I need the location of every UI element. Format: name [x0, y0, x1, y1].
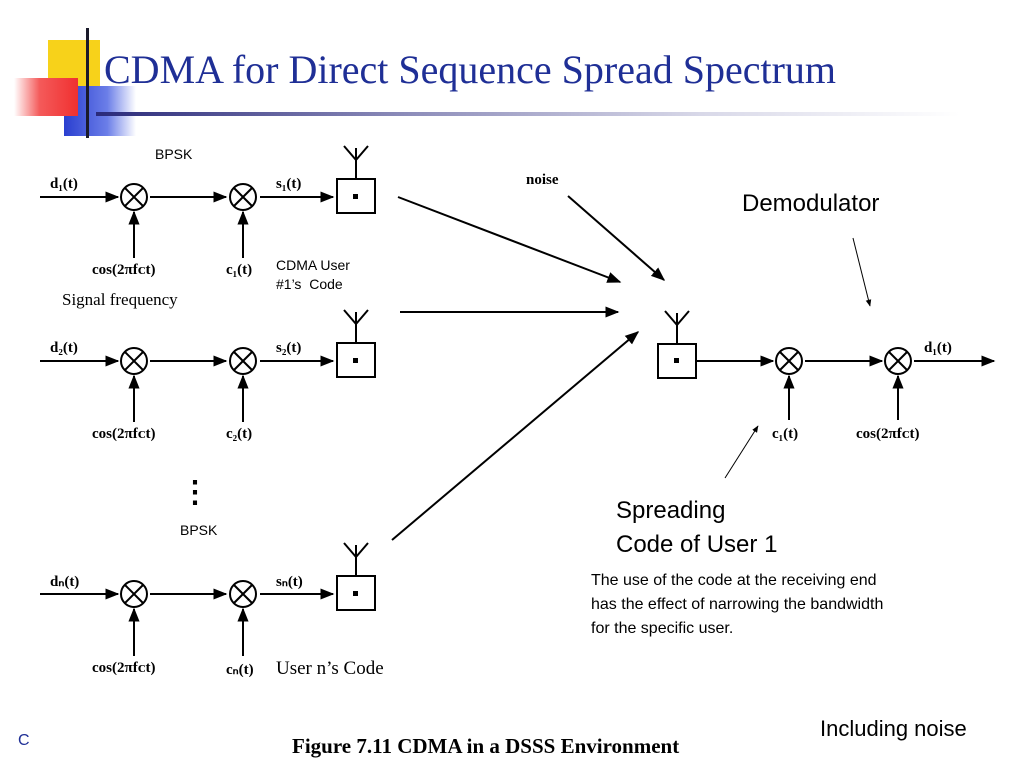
cdma-user-code-label: CDMA User #1’s Code [276, 257, 350, 292]
label-cos-2: cos(2πfᴄt) [92, 426, 156, 442]
label-noise: noise [526, 172, 559, 188]
footer-fragment: C [18, 732, 30, 749]
row-user-n [40, 542, 376, 656]
slide-title: CDMA for Direct Sequence Spread Spectrum [104, 47, 837, 92]
label-s1: s₁(t) [276, 176, 302, 192]
title-underline [96, 112, 960, 116]
label-rx-cos: cos(2πfᴄt) [856, 426, 920, 442]
row-user-2 [40, 309, 376, 422]
receiver [657, 310, 996, 420]
including-noise-label: Including noise [820, 716, 967, 741]
user-n-code-label: User n’s Code [276, 658, 384, 679]
label-cos-1: cos(2πfᴄt) [92, 262, 156, 278]
label-dn: dₙ(t) [50, 574, 80, 590]
deco-red-square [14, 78, 78, 116]
label-rx-out: d₁(t) [924, 340, 952, 356]
label-d2: d₂(t) [50, 340, 78, 356]
narrowing-note: The use of the code at the receiving end… [591, 572, 884, 637]
row-user-1 [40, 145, 376, 258]
label-rx-c1: c₁(t) [772, 426, 799, 442]
noise-arrow [567, 195, 666, 281]
demodulator-pointer [852, 237, 872, 307]
bpsk-label-bottom: BPSK [180, 522, 218, 538]
demodulator-label: Demodulator [742, 190, 880, 217]
label-cn: cₙ(t) [226, 662, 254, 678]
deco-vertical-line [86, 28, 89, 138]
label-cos-n: cos(2πfᴄt) [92, 660, 156, 676]
vertical-ellipsis: ⋮ [180, 476, 210, 509]
label-c2: c₂(t) [226, 426, 253, 442]
spreading-code-pointer [724, 425, 759, 479]
label-c1: c₁(t) [226, 262, 253, 278]
label-d1: d₁(t) [50, 176, 78, 192]
signal-frequency-label: Signal frequency [62, 290, 178, 309]
tx-path-n [391, 331, 640, 541]
figure-caption: Figure 7.11 CDMA in a DSSS Environment [292, 734, 680, 758]
spreading-code-label: Spreading Code of User 1 [616, 497, 778, 558]
bpsk-label-top: BPSK [155, 146, 193, 162]
tx-path-1 [397, 196, 622, 283]
label-s2: s₂(t) [276, 340, 302, 356]
label-sn: sₙ(t) [276, 574, 303, 590]
